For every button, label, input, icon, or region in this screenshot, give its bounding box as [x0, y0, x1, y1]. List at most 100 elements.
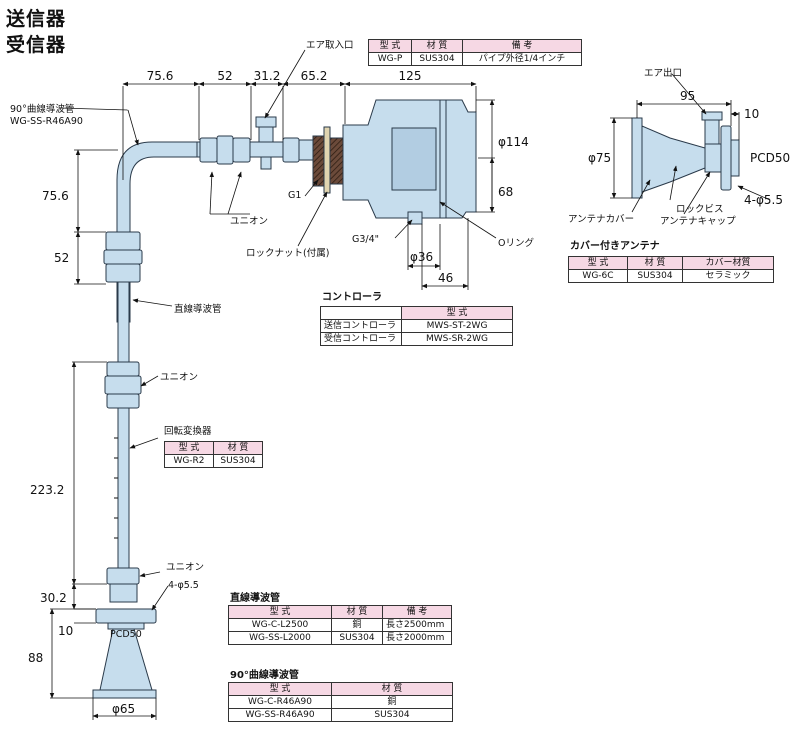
dim-right-phi75: φ75 [588, 151, 611, 165]
dim-right-holes: 4-φ5.5 [744, 193, 783, 207]
header-note: 備 考 [462, 39, 582, 53]
right-air-fitting [704, 117, 720, 145]
vertical-pipe-mid [117, 281, 130, 363]
cell: SUS304 [627, 269, 683, 283]
dim-left-223-2: 223.2 [30, 483, 64, 497]
label-union-1: ユニオン [230, 216, 268, 227]
table-row: WG-P SUS304 パイプ外径1/4インチ [368, 52, 582, 66]
straight-guide-table: 型 式 材 質 備 考 WG-C-L2500 銅 長さ2500mm WG-SS-… [228, 605, 452, 645]
dim-left-88: 88 [28, 651, 43, 665]
header-material: 材 質 [331, 605, 383, 619]
union-nut-v4 [106, 361, 140, 377]
cell: WG-SS-R46A90 [228, 708, 332, 722]
title-controller-table: コントローラ [322, 291, 382, 303]
header-material: 材 質 [213, 441, 263, 455]
union-nut-h2 [216, 135, 234, 165]
header-model: 型 式 [228, 605, 332, 619]
rotary-converter-table: 型 式 材 質 WG-R2 SUS304 [164, 441, 263, 468]
rotary-marks [114, 437, 118, 539]
locknut-washer [323, 126, 331, 194]
title-transmitter: 送信器 [6, 8, 67, 30]
label-bottom-holes: 4-φ5.5 [168, 580, 199, 591]
header-model: 型 式 [401, 306, 513, 320]
connector [282, 137, 300, 163]
label-locknut: ロックナット(付属) [246, 248, 329, 259]
label-curved-guide: 90°曲線導波管 [10, 103, 74, 115]
waveguide-assembly [92, 99, 740, 699]
label-air-inlet: エア取入口 [306, 40, 354, 51]
part-labels: エア取入口 90°曲線導波管 WG-SS-R46A90 ユニオン G1 ロックナ… [10, 40, 736, 591]
dim-top-75-6: 75.6 [147, 69, 174, 83]
dim-pcd50-bottom: PCD50 [110, 629, 142, 640]
header-material: 材 質 [627, 256, 683, 270]
dim-right-10: 10 [744, 107, 759, 121]
label-curved-guide-model: WG-SS-R46A90 [10, 116, 83, 127]
title-cover-table: カバー付きアンテナ [570, 239, 660, 252]
header-material: 材 質 [331, 682, 453, 696]
label-union-2: ユニオン [160, 372, 198, 383]
header-model: 型 式 [228, 682, 332, 696]
dim-left-10: 10 [58, 624, 73, 638]
label-g34: G3/4" [352, 234, 379, 245]
dim-46: 46 [438, 271, 453, 285]
cell: 長さ2000mm [382, 631, 452, 645]
air-inlet-table: 型 式 材 質 備 考 WG-P SUS304 パイプ外径1/4インチ [368, 39, 582, 66]
right-flange [720, 125, 732, 191]
cell: セラミック [682, 269, 774, 283]
union-nut-h1 [199, 137, 218, 163]
title-curved-table: 90°曲線導波管 [230, 668, 299, 681]
table-row: WG-C-R46A90 銅 [228, 695, 453, 709]
union-nut-v5 [106, 567, 140, 585]
title-receiver: 受信器 [6, 34, 67, 56]
dim-phi114: φ114 [498, 135, 529, 149]
cell: WG-SS-L2000 [228, 631, 332, 645]
cell: MWS-SR-2WG [401, 332, 513, 346]
dimension-lines [49, 81, 740, 720]
dim-phi36: φ36 [410, 250, 433, 264]
cell: WG-R2 [164, 454, 214, 468]
header-material: 材 質 [411, 39, 463, 53]
dim-top-65-2: 65.2 [301, 69, 328, 83]
curved-waveguide [116, 141, 198, 233]
air-inlet-fitting [258, 124, 274, 143]
label-union-3: ユニオン [166, 562, 204, 573]
dim-68: 68 [498, 185, 513, 199]
table-row: WG-R2 SUS304 [164, 454, 263, 468]
cell: SUS304 [213, 454, 263, 468]
label-lock-screw: ロックビス [676, 204, 724, 215]
title-straight-table: 直線導波管 [230, 591, 280, 604]
dim-phi65: φ65 [112, 702, 135, 716]
dim-left-75-6: 75.6 [42, 189, 69, 203]
leader-lines [59, 49, 771, 611]
cell: WG-C-L2500 [228, 618, 332, 632]
label-straight-guide: 直線導波管 [174, 303, 222, 315]
controller-table: 型 式 送信コントローラ MWS-ST-2WG 受信コントローラ MWS-SR-… [320, 306, 513, 346]
cell: 長さ2500mm [382, 618, 452, 632]
table-row: 受信コントローラ MWS-SR-2WG [320, 332, 513, 346]
dim-top-52: 52 [217, 69, 232, 83]
header-model: 型 式 [368, 39, 412, 53]
dim-right-pcd50: PCD50 [750, 151, 790, 165]
table-row: WG-SS-R46A90 SUS304 [228, 708, 453, 722]
header-note: 備 考 [382, 605, 452, 619]
union-nut-v2 [103, 249, 143, 265]
cell: MWS-ST-2WG [401, 319, 513, 333]
antenna-cover [631, 117, 643, 199]
dim-left-30-2: 30.2 [40, 591, 67, 605]
cell: SUS304 [331, 708, 453, 722]
cell: SUS304 [331, 631, 383, 645]
cell: パイプ外径1/4インチ [462, 52, 582, 66]
header-blank [320, 306, 402, 320]
cover-antenna-table: 型 式 材 質 カバー材質 WG-6C SUS304 セラミック [568, 256, 774, 283]
label-antenna-cap: アンテナキャップ [660, 216, 736, 227]
table-row: WG-6C SUS304 セラミック [568, 269, 774, 283]
table-row: 送信コントローラ MWS-ST-2WG [320, 319, 513, 333]
dim-top-31-2: 31.2 [254, 69, 281, 83]
bottom-flange [95, 608, 157, 624]
label-air-outlet: エア出口 [644, 67, 682, 79]
cell: SUS304 [411, 52, 463, 66]
label-g1: G1 [288, 190, 301, 201]
cell: WG-C-R46A90 [228, 695, 332, 709]
dim-top-125: 125 [399, 69, 422, 83]
